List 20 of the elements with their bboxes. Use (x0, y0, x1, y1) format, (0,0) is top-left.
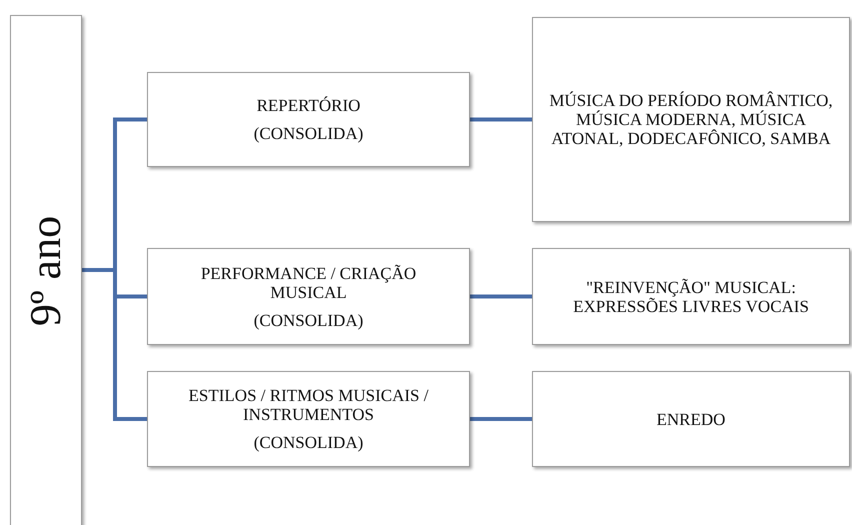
status-text: (CONSOLIDA) (254, 433, 364, 452)
status-text: (CONSOLIDA) (254, 124, 364, 143)
topic-box (147, 248, 470, 345)
topic-box (147, 371, 470, 467)
topic-box (147, 72, 470, 167)
connector-line (470, 118, 532, 122)
connector-line (470, 294, 532, 298)
topic-text: REPERTÓRIO (256, 96, 360, 115)
topic-box (532, 371, 850, 467)
year-box (10, 15, 82, 525)
topic-text: ESTILOS / RITMOS MUSICAIS / INSTRUMENTOS (188, 386, 430, 424)
topic-text: "REINVENÇÃO" MUSICAL: EXPRESSÕES LIVRES VOCAIS (572, 278, 810, 316)
year-label: 9º ano (24, 216, 68, 326)
topic-box (532, 17, 850, 222)
topic-text: ENREDO (656, 410, 726, 428)
topic-text: MÚSICA DO PERÍODO ROMÂNTICO, MÚSICA MODERNA, MÚSICA ATONAL, DODECAFÔNICO, SAMBA (548, 91, 834, 148)
topic-text: PERFORMANCE / CRIAÇÃO MUSICAL (200, 264, 418, 302)
status-text: (CONSOLIDA) (254, 310, 364, 330)
connector-line (470, 417, 532, 421)
topic-box (532, 248, 850, 345)
